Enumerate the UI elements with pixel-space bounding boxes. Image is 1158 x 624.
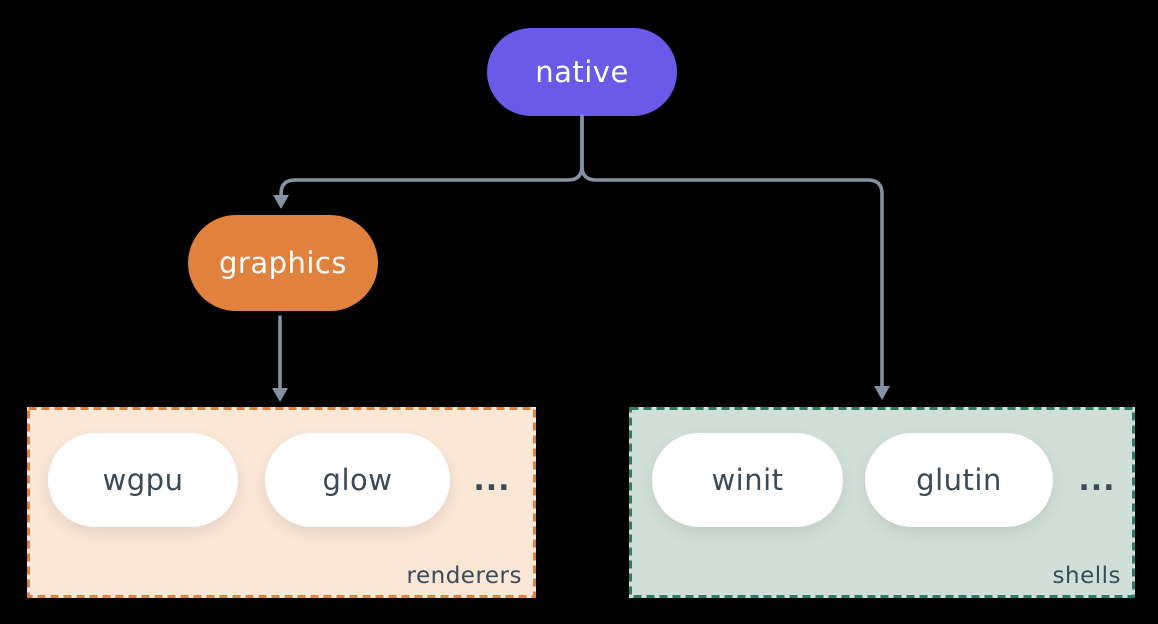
group-renderers: wgpu glow ... renderers xyxy=(27,407,536,598)
arrowhead-shells-icon xyxy=(874,386,890,400)
node-native-label: native xyxy=(535,55,629,89)
edge-native-shells xyxy=(580,114,884,389)
node-native: native xyxy=(487,28,677,116)
renderers-ellipsis: ... xyxy=(473,462,511,498)
node-glutin: glutin xyxy=(865,433,1053,527)
node-wgpu-label: wgpu xyxy=(102,463,184,497)
edge-native-graphics xyxy=(279,114,584,199)
renderers-caption: renderers xyxy=(406,563,522,589)
node-winit-label: winit xyxy=(711,463,784,497)
node-wgpu: wgpu xyxy=(48,433,238,527)
shells-caption: shells xyxy=(1052,563,1121,589)
node-glow: glow xyxy=(265,433,450,527)
node-glow-label: glow xyxy=(322,463,393,497)
node-glutin-label: glutin xyxy=(916,463,1002,497)
arrowhead-renderers-icon xyxy=(272,388,288,402)
node-graphics-label: graphics xyxy=(218,246,347,280)
group-shells: winit glutin ... shells xyxy=(629,407,1135,598)
shells-ellipsis: ... xyxy=(1078,462,1116,498)
node-winit: winit xyxy=(652,433,843,527)
arrowhead-graphics-icon xyxy=(273,195,289,209)
node-graphics: graphics xyxy=(188,215,378,311)
